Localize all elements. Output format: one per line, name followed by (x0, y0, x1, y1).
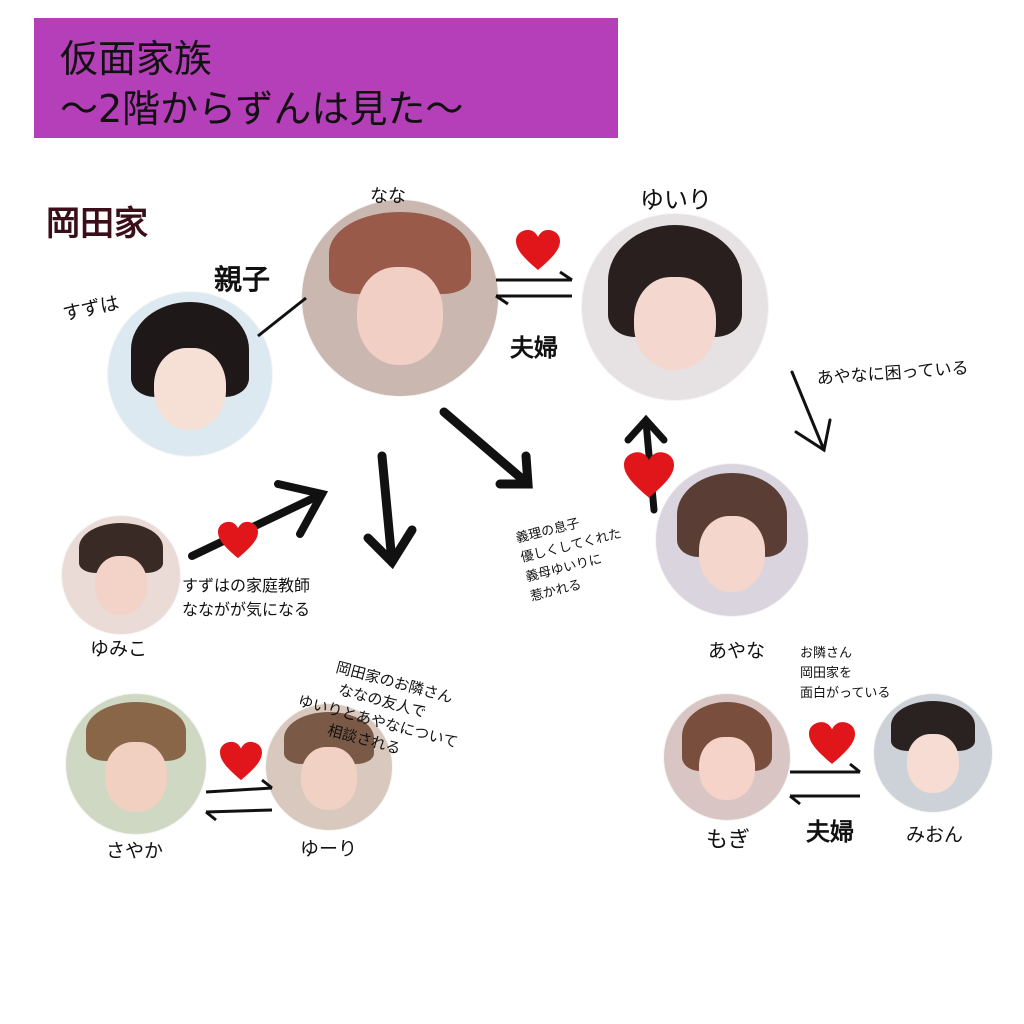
note-mogi: お隣さん 岡田家を 面白がっている (800, 644, 890, 704)
name-ayana: あやな (708, 636, 765, 663)
note-tutor: すずはの家庭教師 なながが気になる (182, 574, 310, 622)
note-tutor-line-1: すずはの家庭教師 (182, 574, 310, 598)
relation-fufu-top: 夫婦 (510, 328, 558, 363)
relation-oyako: 親子 (214, 258, 270, 298)
name-yumiko: ゆみこ (90, 634, 147, 661)
name-yuiri: ゆいり (640, 180, 712, 215)
fufu-bottom-arrows (790, 764, 860, 804)
heart-icon (216, 740, 266, 782)
name-mogi: もぎ (706, 822, 750, 854)
name-nana: なな (370, 182, 406, 208)
relation-fufu-bottom: 夫婦 (806, 812, 854, 847)
name-sayaka: さやか (106, 836, 163, 863)
name-yuri: ゆーり (300, 834, 357, 861)
arrow-nana-ayana (444, 412, 528, 484)
fufu-top-arrows (496, 272, 572, 304)
note-mogi-line-1: お隣さん (800, 644, 890, 664)
oyako-line (258, 298, 306, 336)
arrow-nana-down (368, 456, 412, 562)
heart-icon (212, 520, 264, 560)
note-tutor-line-2: なながが気になる (182, 598, 310, 622)
heart-icon (802, 720, 862, 766)
heart-icon (620, 450, 678, 500)
name-mion: みおん (906, 820, 963, 847)
note-mogi-line-2: 岡田家を (800, 664, 890, 684)
fufu-left-arrows (206, 780, 272, 820)
heart-icon (514, 228, 562, 272)
note-mogi-line-3: 面白がっている (800, 684, 890, 704)
